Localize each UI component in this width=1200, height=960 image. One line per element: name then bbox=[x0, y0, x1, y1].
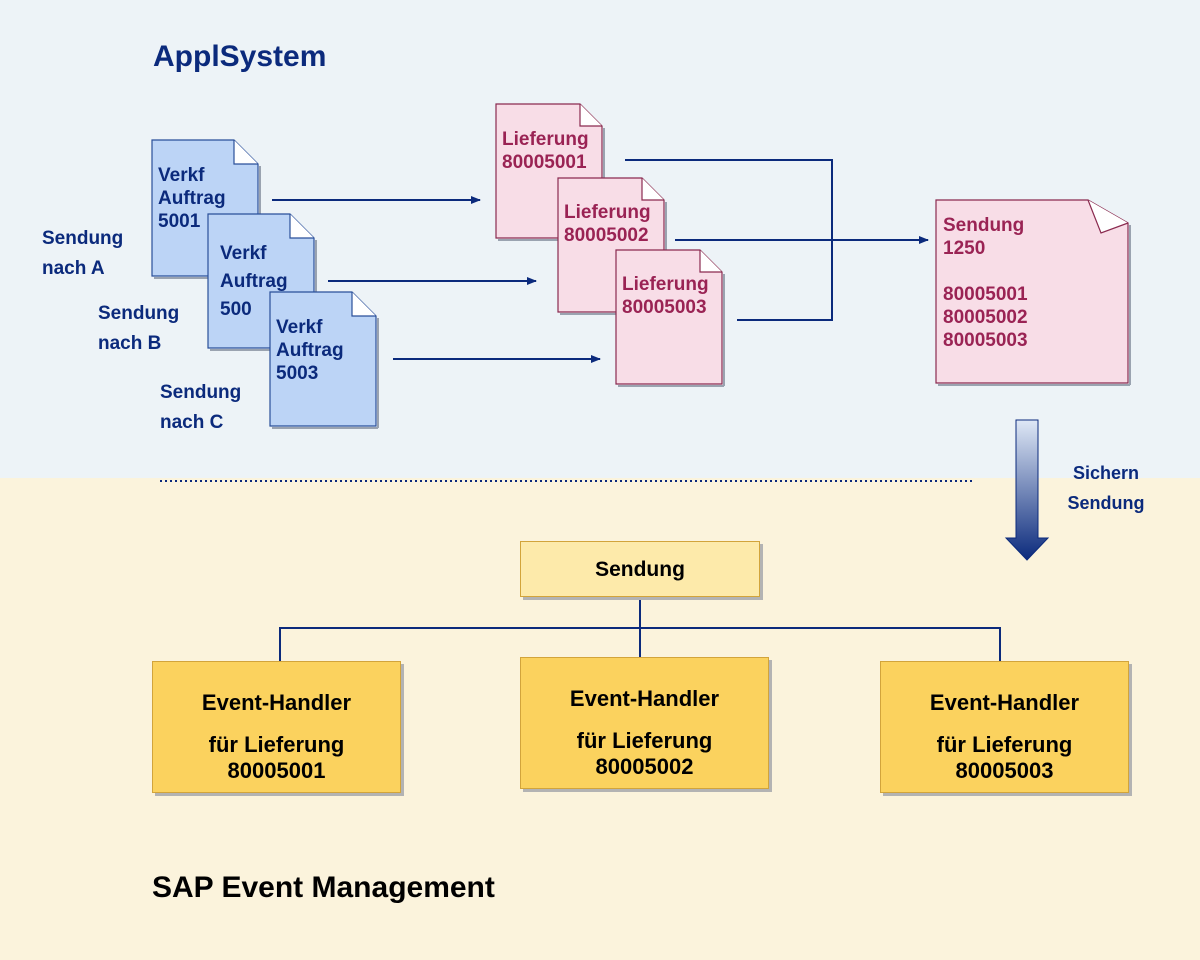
sales-order-document-3: Verkf Auftrag 5003 bbox=[269, 291, 379, 429]
label-line: nach C bbox=[160, 412, 224, 433]
delivery-text: Lieferung 80005002 bbox=[564, 202, 651, 246]
event-handler-title: Event-Handler bbox=[201, 690, 352, 715]
connector-delivery-3 bbox=[737, 240, 833, 321]
event-handler-delivery-number: 80005002 bbox=[595, 754, 694, 779]
sales-order-text: Verkf Auftrag 5001 bbox=[158, 165, 226, 232]
event-handler-box-2: Event-Handler für Lieferung 80005002 bbox=[520, 657, 769, 789]
delivery-document-3: Lieferung 80005003 bbox=[615, 249, 725, 387]
event-handler-title: Event-Handler bbox=[569, 686, 720, 711]
label-line: Sendung bbox=[42, 228, 124, 249]
event-management-title: SAP Event Management bbox=[152, 871, 495, 904]
shipment-document-text: Sendung 1250 80005001 80005002 80005003 bbox=[943, 215, 1028, 351]
connector-delivery-1 bbox=[625, 159, 833, 240]
label-line: nach B bbox=[98, 333, 162, 354]
event-handler-delivery-number: 80005003 bbox=[955, 758, 1054, 783]
event-handler-delivery-number: 80005001 bbox=[227, 758, 326, 783]
shipment-document: Sendung 1250 80005001 80005002 80005003 bbox=[935, 199, 1131, 386]
event-handler-subtitle: für Lieferung bbox=[936, 732, 1073, 757]
event-handler-box-1: Event-Handler für Lieferung 80005001 bbox=[152, 661, 401, 793]
event-handler-title: Event-Handler bbox=[929, 690, 1080, 715]
label-line: Sendung bbox=[1067, 493, 1145, 513]
shipment-label-a: Sendung nach A bbox=[42, 224, 123, 284]
label-line: Sichern bbox=[1072, 463, 1140, 483]
application-system-title: ApplSystem bbox=[153, 40, 327, 73]
shipment-label-c: Sendung nach C bbox=[160, 378, 241, 438]
shipment-label-b: Sendung nach B bbox=[98, 299, 179, 359]
save-shipment-arrow bbox=[1004, 419, 1050, 561]
label-line: Sendung bbox=[98, 303, 180, 324]
delivery-text: Lieferung 80005003 bbox=[622, 274, 709, 318]
event-handler-subtitle: für Lieferung bbox=[208, 732, 345, 757]
save-shipment-label: Sichern Sendung bbox=[1061, 458, 1151, 518]
shipment-box: Sendung bbox=[520, 541, 760, 597]
label-line: Sendung bbox=[160, 382, 242, 403]
label-line: nach A bbox=[42, 258, 105, 279]
sales-order-text: Verkf Auftrag 500 bbox=[220, 243, 288, 320]
event-handler-box-3: Event-Handler für Lieferung 80005003 bbox=[880, 661, 1129, 793]
event-handler-subtitle: für Lieferung bbox=[576, 728, 713, 753]
sales-order-text: Verkf Auftrag 5003 bbox=[276, 317, 344, 384]
delivery-text: Lieferung 80005001 bbox=[502, 129, 589, 173]
